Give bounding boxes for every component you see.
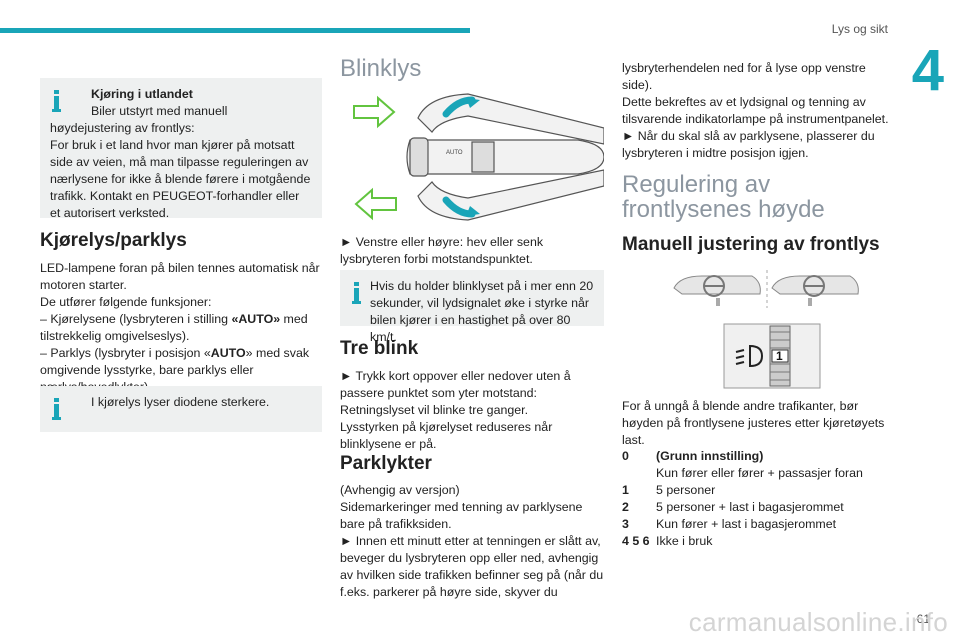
setting-key: 3 [622,517,629,531]
heading-drl: Kjørelys/parklys [40,230,187,251]
header-accent-bar [0,28,470,33]
page-number: 61 [916,612,930,626]
setting-key: 2 [622,500,629,514]
info-text: Biler utstyrt med manuell høydejustering… [50,104,228,135]
steering-wheel-icon [703,275,825,297]
setting-text: Ikke i bruk [656,534,713,548]
setting-text: Kun fører + last i bagasjerommet [656,517,837,531]
paragraph: lysbryterhendelen ned for å lyse opp ven… [622,61,866,92]
info-icon [49,90,65,112]
info-title: Kjøring i utlandet [91,87,193,101]
info-box-indicator: Hvis du holder blinklyset på i mer enn 2… [340,270,604,344]
setting-text: (Grunn innstilling) [656,449,764,463]
parking-text: (Avhengig av versjon) Sidemarkeringer me… [340,482,604,601]
setting-row: 3 Kun fører + last i bagasjerommet [622,516,892,533]
arrow-right-icon [353,95,396,129]
dial-value: 1 [776,349,783,363]
paragraph: Dette bekreftes av et lydsignal og tenni… [622,95,889,126]
info-text: Hvis du holder blinklyset på i mer enn 2… [370,279,594,344]
settings-list: 0 (Grunn innstilling) Kun fører eller føre… [622,448,892,550]
info-box-abroad: Kjøring i utlandet Biler utstyrt med man… [40,78,322,220]
info-icon [349,282,365,304]
three-flashes-text: ► Trykk kort oppover eller nedover uten … [340,368,604,453]
paragraph: LED-lampene foran på bilen tennes automa… [40,261,320,292]
paragraph: ► Venstre eller høyre: hev eller senk ly… [340,235,544,266]
heading-headlamp-adjustment: Regulering av frontlysenes høyde [622,172,825,222]
indicator-stalk-illustration: AUTO [353,93,604,221]
bold-text: «AUTO» [231,312,281,326]
setting-key: 0 [622,449,629,463]
setting-row: 2 5 personer + last i bagasjerommet [622,499,892,516]
setting-row: 1 5 personer [622,482,892,499]
paragraph: Sidemarkeringer med tenning av parklysen… [340,500,583,531]
heading-indicators: Blinklys [340,55,422,82]
chapter-number: 4 [911,38,944,103]
continued-text: lysbryterhendelen ned for å lyse opp ven… [622,60,892,162]
headlamp-adjust-illustration: 1 [673,270,859,389]
paragraph: ► Trykk kort oppover eller nedover uten … [340,369,571,400]
setting-row: 0 (Grunn innstilling) [622,448,892,465]
paragraph: (Avhengig av versjon) [340,483,460,497]
info-text: For bruk i et land hvor man kjører på mo… [50,138,311,220]
heading-three-flashes: Tre blink [340,338,419,359]
paragraph: Retningslyset vil blinke tre ganger. [340,403,529,417]
info-text: I kjørelys lyser diodene sterkere. [91,395,270,409]
heading-line: Regulering av [622,171,771,198]
setting-text: 5 personer [656,483,716,497]
paragraph: – Kjørelysene (lysbryteren i stilling «A… [40,311,322,345]
text: – Kjørelysene (lysbryteren i stilling [40,312,232,326]
bold-text: AUTO [210,346,246,360]
stalk-label: AUTO [446,150,463,156]
paragraph: De utfører følgende funksjoner: [40,295,212,309]
chapter-title: Lys og sikt [831,22,888,36]
setting-key: 1 [622,483,629,497]
setting-row: 4 5 6 Ikke i bruk [622,533,892,550]
paragraph: ► Innen ett minutt etter at tenningen er… [340,534,604,599]
info-box-drl: I kjørelys lyser diodene sterkere. [40,386,322,432]
setting-row: Kun fører eller fører + passasjer foran [622,465,892,482]
arrow-left-icon [354,187,397,221]
setting-text: 5 personer + last i bagasjerommet [656,500,844,514]
setting-key: 4 5 6 [622,534,650,548]
heading-line: frontlysenes høyde [622,196,825,223]
headlamp-icon [735,344,764,368]
drl-text: LED-lampene foran på bilen tennes automa… [40,260,322,396]
setting-text: Kun fører eller fører + passasjer foran [656,466,863,480]
watermark: carmanualsonline.info [688,607,948,637]
setting-key [622,465,656,482]
text: – Parklys (lysbryter i posisjon « [40,346,211,360]
paragraph: ► Når du skal slå av parklysene, plasser… [622,129,875,160]
heading-manual-adjustment: Manuell justering av frontlys [622,234,880,255]
text: med tilstrekkelig omgivelseslys). [40,312,308,343]
paragraph: Lysstyrken på kjørelyset reduseres når b… [340,420,553,451]
info-icon [49,398,65,420]
paragraph: For å unngå å blende andre trafikanter, … [622,399,885,447]
heading-parking-lights: Parklykter [340,453,432,474]
